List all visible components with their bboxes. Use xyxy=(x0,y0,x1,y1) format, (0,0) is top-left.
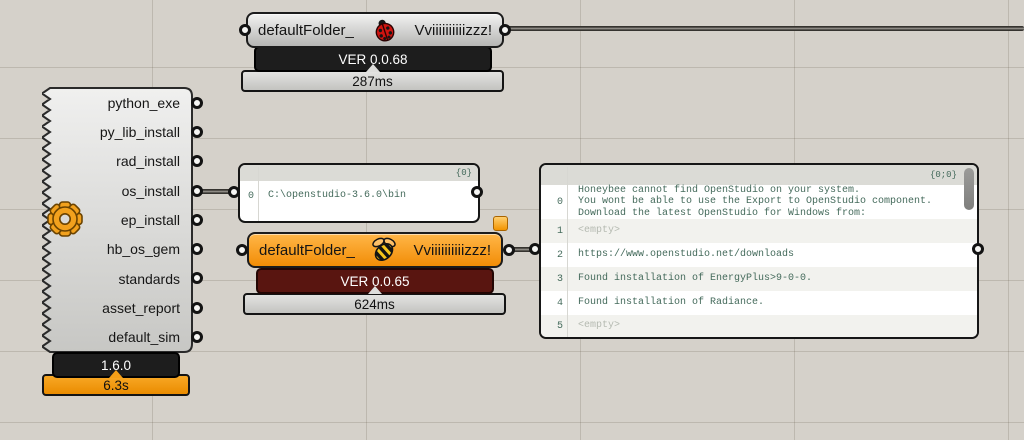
row-index: 3 xyxy=(556,273,563,285)
rad-install-output-port[interactable] xyxy=(191,155,203,167)
gutter-divider xyxy=(567,167,568,337)
param-python-exe[interactable]: python_exe xyxy=(42,88,194,117)
row-index: 5 xyxy=(556,320,563,332)
param-label: os_install xyxy=(121,182,180,199)
hb-os-gem-output-port[interactable] xyxy=(191,243,203,255)
row-index: 0 xyxy=(247,190,254,202)
versioner-version-label: 1.6.0 xyxy=(100,357,132,373)
notch-icon xyxy=(368,286,382,294)
ladybug-runtime-bar: 287ms xyxy=(241,70,504,92)
panel-row: 5 <empty> xyxy=(541,315,977,337)
py-lib-install-output-port[interactable] xyxy=(191,126,203,138)
param-hb-os-gem[interactable]: hb_os_gem xyxy=(42,235,194,264)
notch-icon xyxy=(366,64,380,72)
param-label: standards xyxy=(118,270,180,287)
honeybee-component-title: defaultFolder_ xyxy=(259,241,355,259)
param-asset-report[interactable]: asset_report xyxy=(42,293,194,322)
ladybug-version-label: VER 0.0.68 xyxy=(338,51,408,67)
gutter-divider xyxy=(258,167,259,221)
row-index: 0 xyxy=(556,196,563,208)
panel-row: 4 Found installation of Radiance. xyxy=(541,291,977,315)
wire[interactable] xyxy=(503,26,1024,31)
row-index: 4 xyxy=(556,297,563,309)
default-sim-output-port[interactable] xyxy=(191,331,203,343)
panel-row: 1 <empty> xyxy=(541,219,977,243)
standards-output-port[interactable] xyxy=(191,272,203,284)
ladybug-component-title: defaultFolder_ xyxy=(258,21,354,39)
row-text: <empty> xyxy=(578,225,621,237)
param-label: rad_install xyxy=(116,153,180,170)
honeybee-defaultfolder-component[interactable]: defaultFolder_ Vviiiiiiiiiizzz! xyxy=(247,232,503,268)
param-ep-install[interactable]: ep_install xyxy=(42,205,194,234)
row-text: Found installation of Radiance. xyxy=(578,297,765,309)
ladybug-input-port[interactable] xyxy=(239,24,251,36)
row-text: C:\openstudio-3.6.0\bin xyxy=(268,190,407,202)
honeybee-component-nickname: Vviiiiiiiiiizzz! xyxy=(413,241,492,259)
ladybug-version-bar: VER 0.0.68 xyxy=(254,46,492,72)
honeybee-version-bar: VER 0.0.65 xyxy=(256,268,494,294)
param-rad-install[interactable]: rad_install xyxy=(42,147,194,176)
ladybug-component-nickname: Vviiiiiiiiiizzz! xyxy=(414,21,493,39)
report-panel-input-port[interactable] xyxy=(529,243,541,255)
row-index: 2 xyxy=(556,249,563,261)
param-label: hb_os_gem xyxy=(106,241,180,258)
path-panel-input-port[interactable] xyxy=(228,186,240,198)
panel-row: 0 C:\openstudio-3.6.0\bin xyxy=(240,187,478,205)
panel-scrollbar[interactable] xyxy=(964,168,974,210)
openstudio-path-panel[interactable]: {0} 0 C:\openstudio-3.6.0\bin xyxy=(238,163,480,223)
openstudio-report-panel[interactable]: {0;0} 0 Honeybee cannot find OpenStudio … xyxy=(539,163,979,339)
row-index: 1 xyxy=(556,225,563,237)
wire[interactable] xyxy=(196,189,236,194)
param-default-sim[interactable]: default_sim xyxy=(42,323,194,352)
asset-report-output-port[interactable] xyxy=(191,302,203,314)
param-label: python_exe xyxy=(107,94,180,111)
ladybug-runtime-label: 287ms xyxy=(352,73,393,89)
honeybee-icon xyxy=(368,236,400,264)
param-label: default_sim xyxy=(108,329,180,346)
os-install-output-port[interactable] xyxy=(191,185,203,197)
param-os-install[interactable]: os_install xyxy=(42,176,194,205)
report-panel-output-port[interactable] xyxy=(972,243,984,255)
versioner-output-params: python_exe py_lib_install rad_install os… xyxy=(42,88,194,352)
honeybee-input-port[interactable] xyxy=(236,244,248,256)
gear-icon xyxy=(45,199,85,239)
wire[interactable] xyxy=(508,247,539,252)
param-standards[interactable]: standards xyxy=(42,264,194,293)
row-text: Found installation of EnergyPlus>9-0-0. xyxy=(578,273,813,285)
param-py-lib-install[interactable]: py_lib_install xyxy=(42,117,194,146)
param-label: asset_report xyxy=(102,299,180,316)
ladybug-output-port[interactable] xyxy=(499,24,511,36)
param-label: py_lib_install xyxy=(99,123,180,140)
panel-row: 2 https://www.openstudio.net/downloads xyxy=(541,243,977,267)
panel-row: 0 Honeybee cannot find OpenStudio on you… xyxy=(541,185,977,219)
versioner-version-bar: 1.6.0 xyxy=(52,352,180,378)
row-text: https://www.openstudio.net/downloads xyxy=(578,249,795,261)
report-panel-data-path: {0;0} xyxy=(929,170,957,180)
honeybee-output-port[interactable] xyxy=(503,244,515,256)
python-exe-output-port[interactable] xyxy=(191,97,203,109)
path-panel-output-port[interactable] xyxy=(471,186,483,198)
ladybug-defaultfolder-component[interactable]: defaultFolder_ Vviiiiiiiiiizzz! xyxy=(246,12,504,48)
honeybee-runtime-bar: 624ms xyxy=(243,293,506,315)
ep-install-output-port[interactable] xyxy=(191,214,203,226)
ladybug-icon xyxy=(371,17,398,44)
honeybee-runtime-label: 624ms xyxy=(354,296,395,312)
versioner-runtime-label: 6.3s xyxy=(103,377,129,393)
path-panel-data-path: {0} xyxy=(455,168,472,178)
param-label: ep_install xyxy=(120,211,180,228)
row-text: Honeybee cannot find OpenStudio on your … xyxy=(578,184,933,219)
panel-row: 3 Found installation of EnergyPlus>9-0-0… xyxy=(541,267,977,291)
honeybee-version-label: VER 0.0.65 xyxy=(340,273,410,289)
row-text: <empty> xyxy=(578,320,621,332)
notch-icon xyxy=(109,370,123,378)
upgrade-tag-icon[interactable] xyxy=(493,216,508,231)
